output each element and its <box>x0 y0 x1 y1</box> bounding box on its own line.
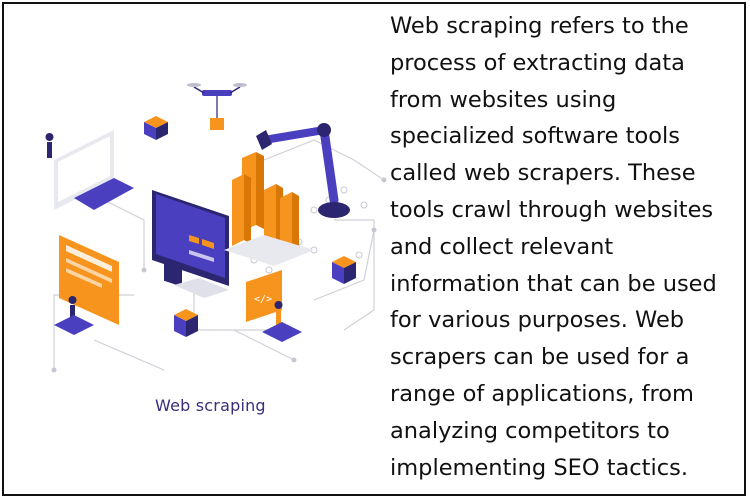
cube-top <box>144 116 168 140</box>
description-line: specialized software tools <box>390 123 680 150</box>
drone-icon <box>187 83 247 130</box>
main-monitor <box>152 190 229 298</box>
description-line: for various purposes. Web <box>390 307 685 334</box>
description-line: from websites using <box>390 86 617 113</box>
illustration-caption: Web scraping <box>155 396 266 415</box>
description-line: scrapers can be used for a <box>390 344 690 371</box>
monitor-left <box>45 130 134 210</box>
description-line: implementing SEO tactics. <box>390 454 688 481</box>
description-line: process of extracting data <box>390 49 685 76</box>
robot-arm <box>256 123 350 218</box>
document-panel <box>54 235 119 335</box>
cube-right <box>332 256 356 284</box>
cube-bottom <box>174 309 198 337</box>
description-line: Web scraping refers to the <box>390 13 689 39</box>
description-line: called web scrapers. These <box>390 160 696 187</box>
web-scraping-illustration: </> <box>45 83 387 373</box>
code-panel: </> <box>246 270 302 342</box>
description-line: information that can be used <box>390 270 717 297</box>
description-line: range of applications, from <box>390 380 694 407</box>
svg-text:</>: </> <box>254 294 272 305</box>
description-text: Web scraping refers to the process of ex… <box>390 8 746 486</box>
description-line: analyzing competitors to <box>390 417 670 444</box>
data-stacks <box>224 152 314 266</box>
description-line: tools crawl through websites <box>390 196 714 223</box>
description-line: and collect relevant <box>390 233 614 260</box>
